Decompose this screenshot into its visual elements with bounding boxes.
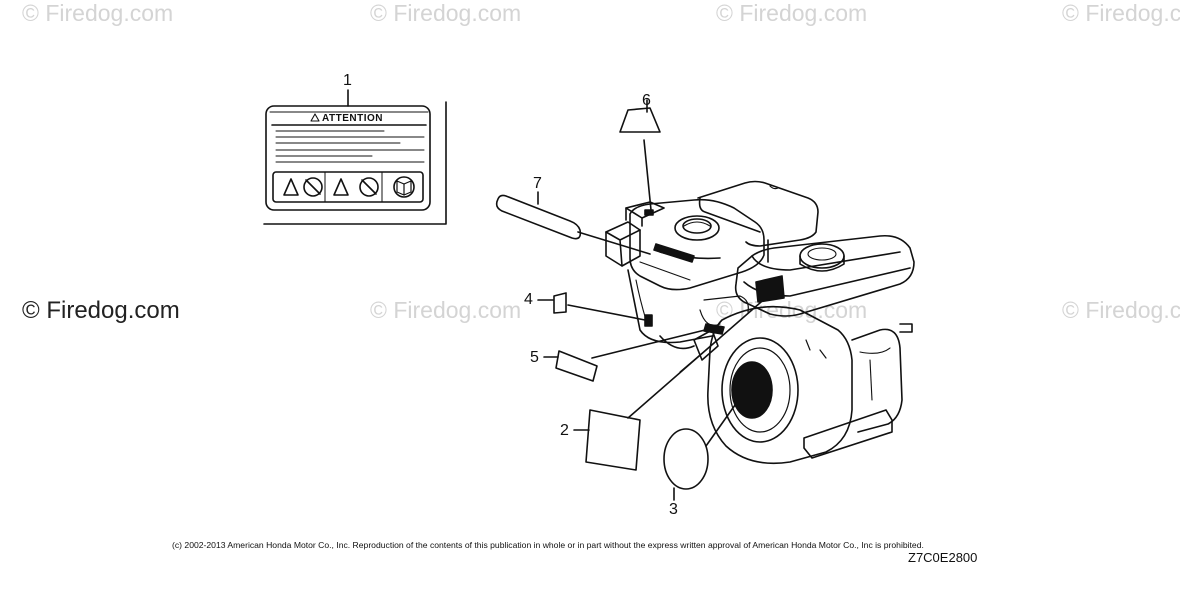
watermark-top-3: © Firedog.com [716,0,868,26]
label-7 [495,191,651,255]
watermark-top-2: © Firedog.com [370,0,522,26]
attention-label [263,89,447,225]
warning-triangle-icon [283,178,299,196]
callout-7: 7 [533,175,542,192]
prohibited-icon [303,177,323,197]
drawing-code: Z7C0E2800 [908,550,978,565]
watermark-top-4: © Firedog.com [1062,0,1180,26]
label-6 [619,99,661,211]
watermark-top-1: © Firedog.com [22,0,174,26]
callout-6: 6 [642,92,651,109]
prohibited-icon [359,177,379,197]
engine-illustration [605,180,915,465]
manual-book-icon [393,176,415,198]
label-4 [537,292,646,321]
watermark-prominent: © Firedog.com [22,297,180,324]
engine-decals [644,209,785,335]
callout-3: 3 [669,501,678,518]
watermark-middle-1: © Firedog.com [370,297,522,323]
warning-triangle-icon [333,178,349,196]
watermark-middle-3: © Firedog.com [1062,297,1180,323]
callout-1: 1 [343,72,352,89]
label-5 [543,329,706,382]
callout-5: 5 [530,349,539,366]
copyright-notice: (c) 2002-2013 American Honda Motor Co., … [172,540,924,550]
attention-heading: ATTENTION [322,113,383,124]
label-3 [663,397,741,501]
callout-2: 2 [560,422,569,439]
callout-4: 4 [524,291,533,308]
